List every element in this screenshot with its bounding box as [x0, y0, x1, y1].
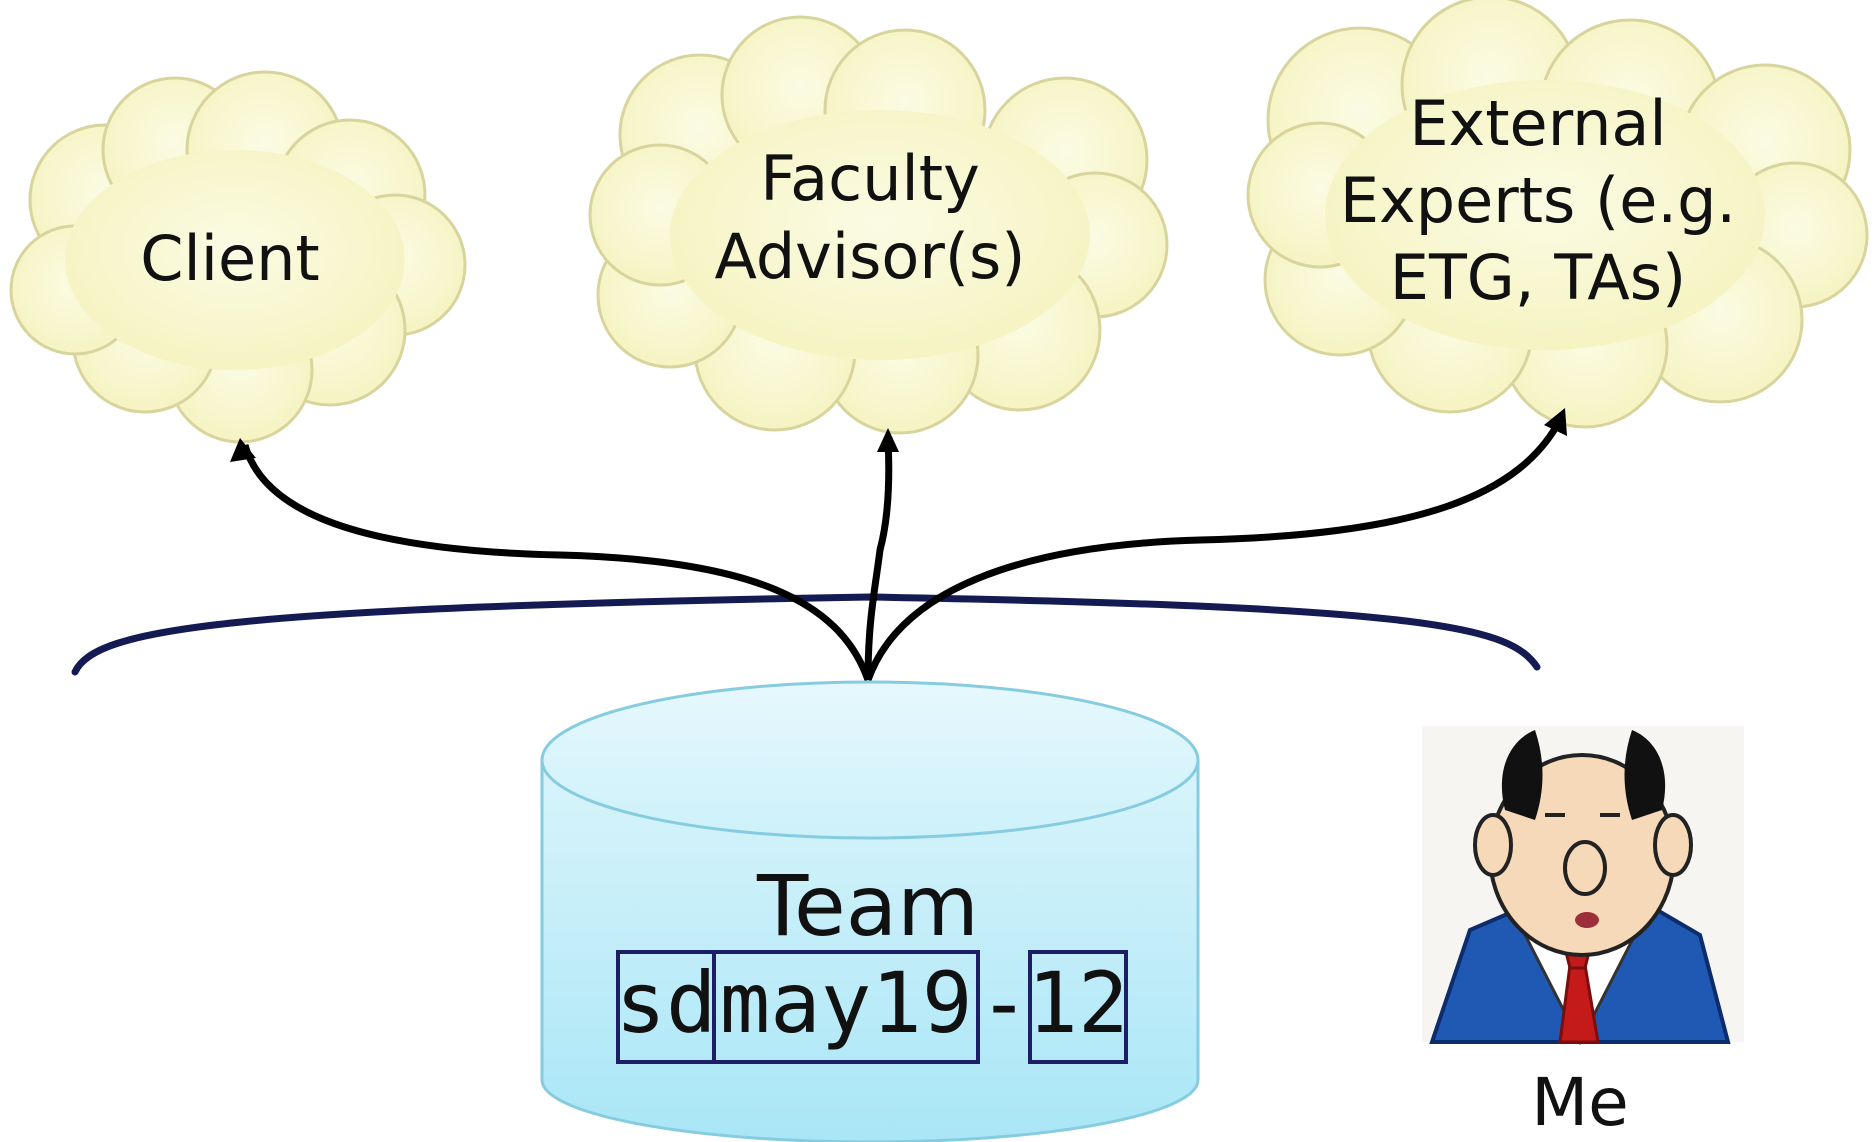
- team-code-dash: -: [979, 954, 1030, 1052]
- team-code-sd: sd: [615, 954, 716, 1052]
- external-label-line3: ETG, TAs): [1390, 241, 1686, 314]
- arrow-to-client-head: [230, 438, 256, 462]
- client-label: Client: [140, 222, 320, 295]
- faculty-label-line2: Advisor(s): [715, 220, 1026, 293]
- arrow-to-external: [864, 418, 1564, 682]
- grouping-arc: [71, 593, 1541, 676]
- code-box-12: [1028, 950, 1128, 1064]
- cloud-shape: [588, 15, 1169, 435]
- cylinder-top: [540, 680, 1200, 840]
- team-title: Team: [756, 857, 979, 955]
- me-label: Me: [1531, 1064, 1629, 1141]
- external-label-line2: Experts (e.g.: [1340, 164, 1736, 237]
- arrow-to-client: [241, 444, 872, 682]
- cartoon-manager-avatar-icon: [1422, 726, 1744, 1046]
- cloud-shape: [9, 70, 467, 444]
- external-cloud: External Experts (e.g. ETG, TAs): [1246, 0, 1869, 429]
- team-cylinder: Team sd may19 - 12: [540, 680, 1200, 1142]
- external-label-line1: External: [1409, 87, 1666, 160]
- faculty-label-line1: Faculty: [760, 142, 980, 215]
- team-code-12: 12: [1027, 954, 1128, 1052]
- team-code-may19: may19: [720, 954, 973, 1052]
- faculty-cloud: Faculty Advisor(s): [588, 15, 1169, 435]
- arrow-to-faculty-head: [877, 428, 899, 452]
- arrow-to-faculty: [864, 439, 893, 681]
- client-cloud: Client: [9, 70, 467, 444]
- arrows: [230, 408, 1567, 682]
- arrow-to-external-head: [1544, 408, 1567, 436]
- cloud-shape: [1246, 0, 1869, 429]
- code-box-may19: [712, 950, 980, 1064]
